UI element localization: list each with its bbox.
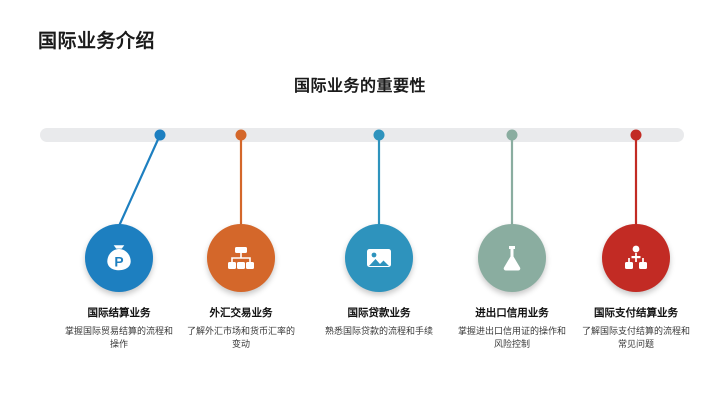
node-2-title: 外汇交易业务	[209, 307, 273, 319]
hierarchy-icon	[225, 242, 257, 274]
slide-subtitle: 国际业务的重要性	[293, 78, 426, 95]
svg-text:P: P	[114, 254, 123, 270]
node-1-circle[interactable]: P	[85, 224, 153, 292]
timeline-node-5[interactable]: 国际支付结算业务 了解国际支付结算的流程和常见问题	[566, 224, 706, 351]
node-5-title: 国际支付结算业务	[594, 307, 678, 319]
node-3-circle-wrap	[345, 224, 413, 292]
page-title: 国际业务介绍	[38, 31, 156, 52]
flask-icon	[496, 242, 528, 274]
org-chart-icon	[620, 242, 652, 274]
node-5-desc: 了解国际支付结算的流程和常见问题	[581, 326, 690, 349]
timeline-node-3[interactable]: 国际贷款业务 熟悉国际贷款的流程和手续	[309, 224, 449, 338]
node-2-circle[interactable]	[207, 224, 275, 292]
timeline-node-1[interactable]: P 国际结算业务 掌握国际贸易结算的流程和操作	[49, 224, 189, 351]
node-2-desc: 了解外汇市场和货币汇率的变动	[186, 326, 295, 349]
image-icon	[363, 242, 395, 274]
node-4-desc: 掌握进出口信用证的操作和风险控制	[457, 326, 566, 349]
node-3-circle[interactable]	[345, 224, 413, 292]
node-3-title: 国际贷款业务	[347, 307, 411, 319]
node-4-circle[interactable]	[478, 224, 546, 292]
node-5-circle-wrap	[602, 224, 670, 292]
node-4-title: 进出口信用业务	[475, 307, 549, 319]
node-1-circle-wrap: P	[85, 224, 153, 292]
node-4-circle-wrap	[478, 224, 546, 292]
node-1-title: 国际结算业务	[87, 307, 151, 319]
money-bag-icon: P	[102, 241, 136, 275]
timeline-node-2[interactable]: 外汇交易业务 了解外汇市场和货币汇率的变动	[171, 224, 311, 351]
timeline-rail	[40, 128, 684, 142]
node-3-desc: 熟悉国际贷款的流程和手续	[324, 326, 433, 336]
node-5-circle[interactable]	[602, 224, 670, 292]
node-2-circle-wrap	[207, 224, 275, 292]
node-1-desc: 掌握国际贸易结算的流程和操作	[64, 326, 173, 349]
timeline-node-4[interactable]: 进出口信用业务 掌握进出口信用证的操作和风险控制	[442, 224, 582, 351]
